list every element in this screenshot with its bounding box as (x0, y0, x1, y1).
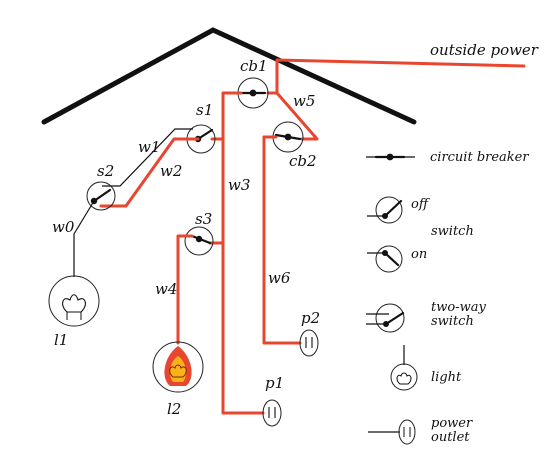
w4-wire (176, 234, 194, 345)
legend-two-way-label-1: two-way (431, 300, 486, 315)
legend-light-label: light (431, 370, 462, 385)
p2-label: p2 (301, 309, 320, 327)
w6-label: w6 (268, 269, 291, 287)
w0-wire (73, 200, 95, 277)
legend-power-outlet (368, 419, 416, 445)
house-roof (41, 27, 417, 125)
p1-label: p1 (265, 374, 284, 392)
legend-twoway-lever (384, 311, 405, 326)
outside-power-label: outside power (430, 41, 539, 59)
l2-ring (152, 341, 204, 393)
w2-label: w2 (160, 162, 182, 180)
s2-label: s2 (97, 162, 114, 180)
s2-ring (86, 181, 116, 211)
cb1-circuit-breaker (221, 73, 279, 109)
legend-two-way-switch (366, 303, 405, 333)
legend-off-knob (382, 213, 388, 219)
p2-outlet-ring (299, 329, 319, 357)
cb2-knob (284, 133, 292, 141)
cb2-label: cb2 (289, 152, 317, 170)
legend-outlet-ring (398, 419, 416, 445)
legend-switch-off (367, 196, 403, 224)
l1-light (48, 275, 100, 327)
legend-circuit-breaker (366, 153, 415, 161)
l1-label: l1 (54, 331, 68, 349)
legend-light (390, 345, 418, 391)
bulb-filament-icon (169, 364, 187, 378)
cb1-feed-wire (266, 73, 279, 95)
s1-label: s1 (196, 101, 213, 119)
legend-off-label: off (411, 197, 431, 212)
p2-power-outlet (299, 329, 319, 357)
s3-label: s3 (195, 210, 212, 228)
legend-circuit-breaker-label: circuit breaker (430, 150, 529, 165)
l2-light-lit (152, 341, 204, 393)
bulb-icon (62, 294, 86, 313)
s3-switch (184, 226, 214, 256)
l1-ring (48, 275, 100, 327)
l2-label: l2 (167, 400, 181, 418)
legend-power-label-2: outlet (431, 430, 470, 445)
legend-on-label: on (411, 247, 427, 262)
cb1-label: cb1 (240, 57, 268, 75)
legend-on-ring (375, 245, 403, 273)
legend-cb-knob (386, 153, 394, 161)
legend-twoway-knob (383, 321, 389, 327)
w4-label: w4 (155, 280, 177, 298)
s3-ring (184, 226, 214, 256)
legend-switch-on (367, 245, 403, 273)
w1-label: w1 (138, 138, 160, 156)
cb1-knob (249, 89, 257, 97)
legend-off-ring (375, 196, 403, 224)
legend-on-knob (382, 250, 388, 256)
s3-knob (195, 235, 203, 243)
legend-light-ring (390, 363, 418, 391)
legend-two-way-label-2: switch (431, 314, 474, 329)
p1-power-outlet (262, 399, 282, 427)
outside-power-wire (275, 58, 526, 77)
legend-bulb-icon (396, 372, 412, 385)
cb2-circuit-breaker (262, 121, 304, 153)
w6-wire (262, 135, 302, 345)
w3-label: w3 (228, 176, 250, 194)
w5-label: w5 (293, 92, 315, 110)
legend-off-lever (383, 199, 403, 218)
w0-label: w0 (52, 218, 75, 236)
glow-core-icon (170, 356, 186, 382)
p1-outlet-ring (262, 399, 282, 427)
s2-lever (92, 188, 112, 203)
legend-power-label-1: power (431, 416, 473, 431)
legend-twoway-ring (375, 303, 405, 333)
w2-wire (99, 137, 200, 208)
w5-wire (275, 91, 319, 141)
w3-wire (221, 91, 265, 415)
legend-switch-label: switch (431, 224, 474, 239)
